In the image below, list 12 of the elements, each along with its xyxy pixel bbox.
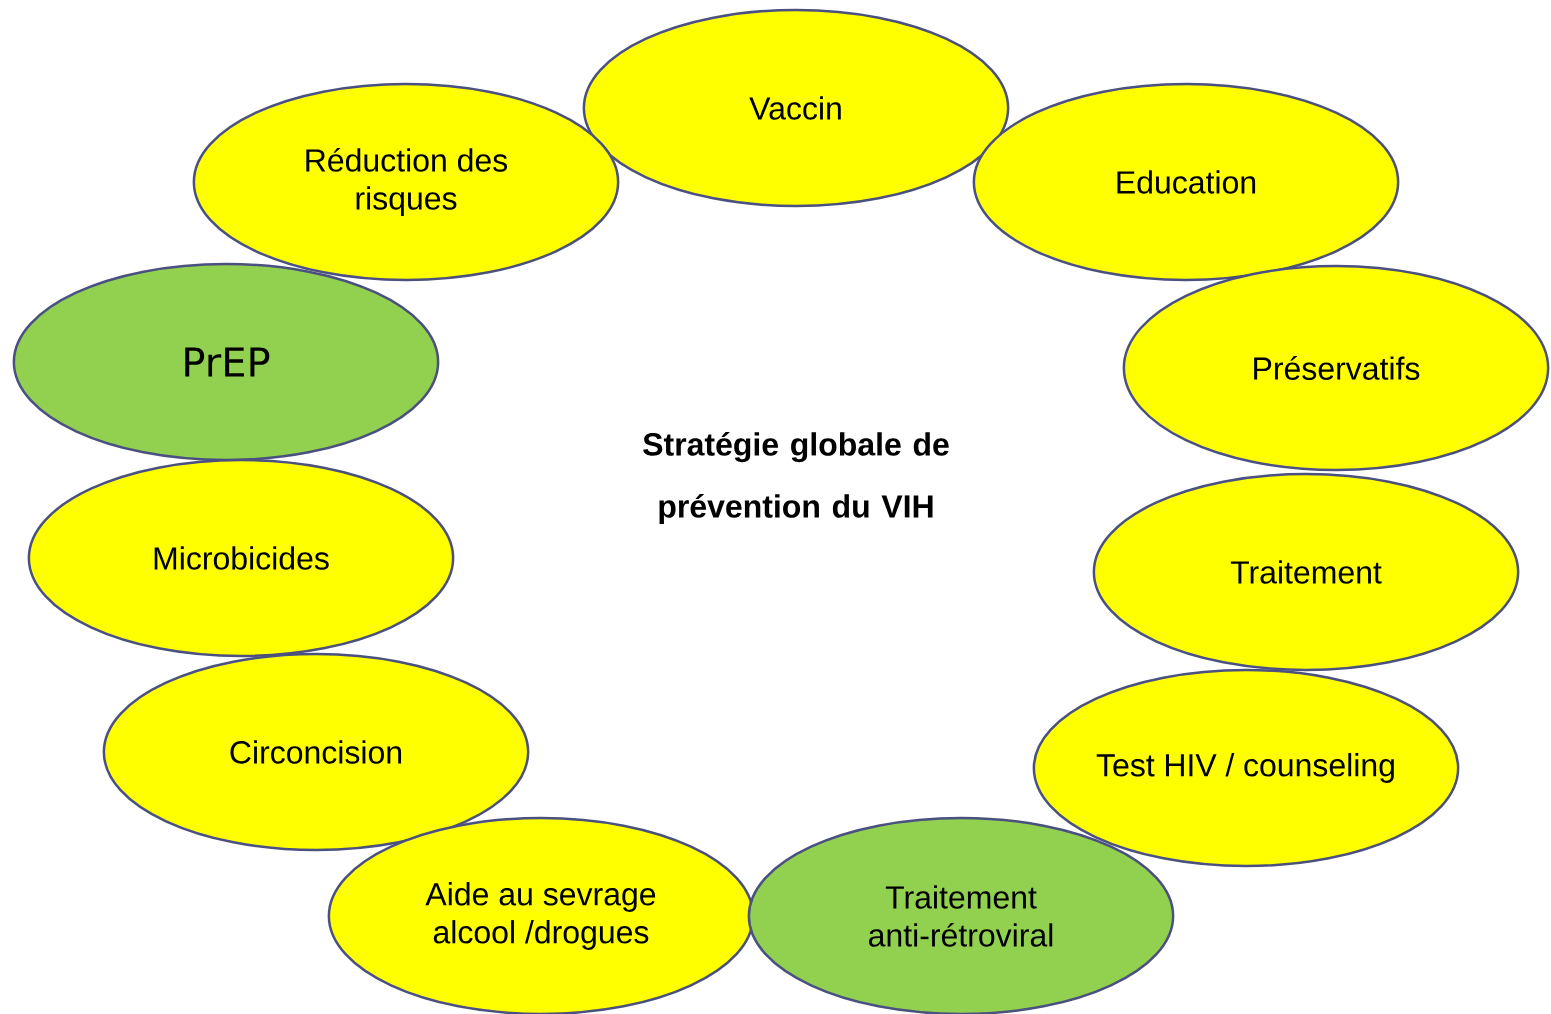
ellipse-node: Test HIV / counseling xyxy=(1032,668,1460,868)
ellipse-node: Microbicides xyxy=(27,458,455,658)
ellipse-node: Circoncision xyxy=(102,652,530,852)
ellipse-node: Aide au sevrage alcool /drogues xyxy=(327,816,755,1014)
title: Stratégie globale de prévention du VIH xyxy=(643,431,949,525)
ellipse-node: Traitement xyxy=(1092,472,1520,672)
ellipse-node: Education xyxy=(972,82,1400,282)
ellipse-node: Vaccin xyxy=(582,8,1010,208)
ellipse-node: Réduction des risques xyxy=(192,82,620,282)
ellipse-node: Préservatifs xyxy=(1122,264,1550,472)
ellipse-node: PrEP xyxy=(12,262,440,462)
ellipse-node: Traitement anti-rétroviral xyxy=(747,816,1175,1014)
